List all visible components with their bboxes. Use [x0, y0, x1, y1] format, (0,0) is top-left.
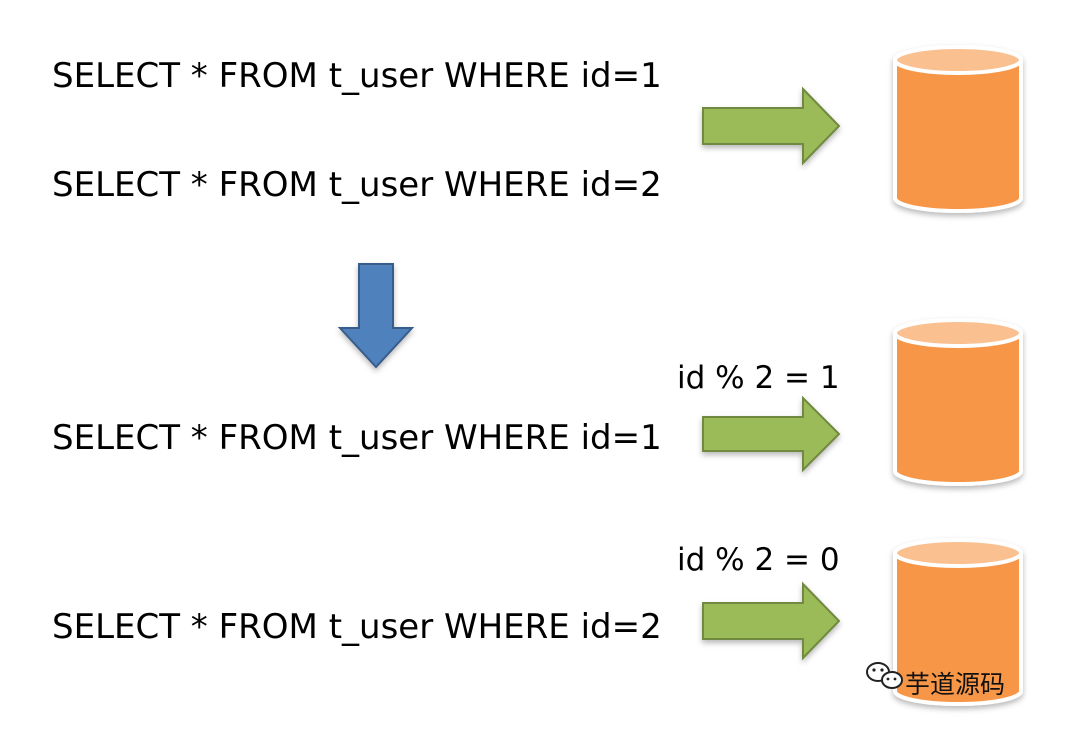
route-1-condition: id % 2 = 1: [677, 360, 840, 396]
watermark: 芋道源码: [866, 662, 1005, 699]
route-2-query: SELECT * FROM t_user WHERE id=2: [52, 607, 662, 647]
top-query-2: SELECT * FROM t_user WHERE id=2: [52, 165, 662, 205]
green-right-arrow-icon: [702, 581, 841, 661]
blue-down-arrow-icon: [337, 263, 415, 369]
green-right-arrow-icon: [702, 86, 841, 166]
database-icon: [893, 45, 1023, 213]
database-icon: [893, 538, 1023, 706]
wechat-icon: [866, 662, 903, 689]
route-2-condition: id % 2 = 0: [677, 542, 840, 578]
watermark-text: 芋道源码: [905, 670, 1005, 699]
database-icon: [893, 318, 1023, 486]
top-query-1: SELECT * FROM t_user WHERE id=1: [52, 56, 662, 96]
route-1-query: SELECT * FROM t_user WHERE id=1: [52, 418, 662, 458]
green-right-arrow-icon: [702, 395, 841, 473]
